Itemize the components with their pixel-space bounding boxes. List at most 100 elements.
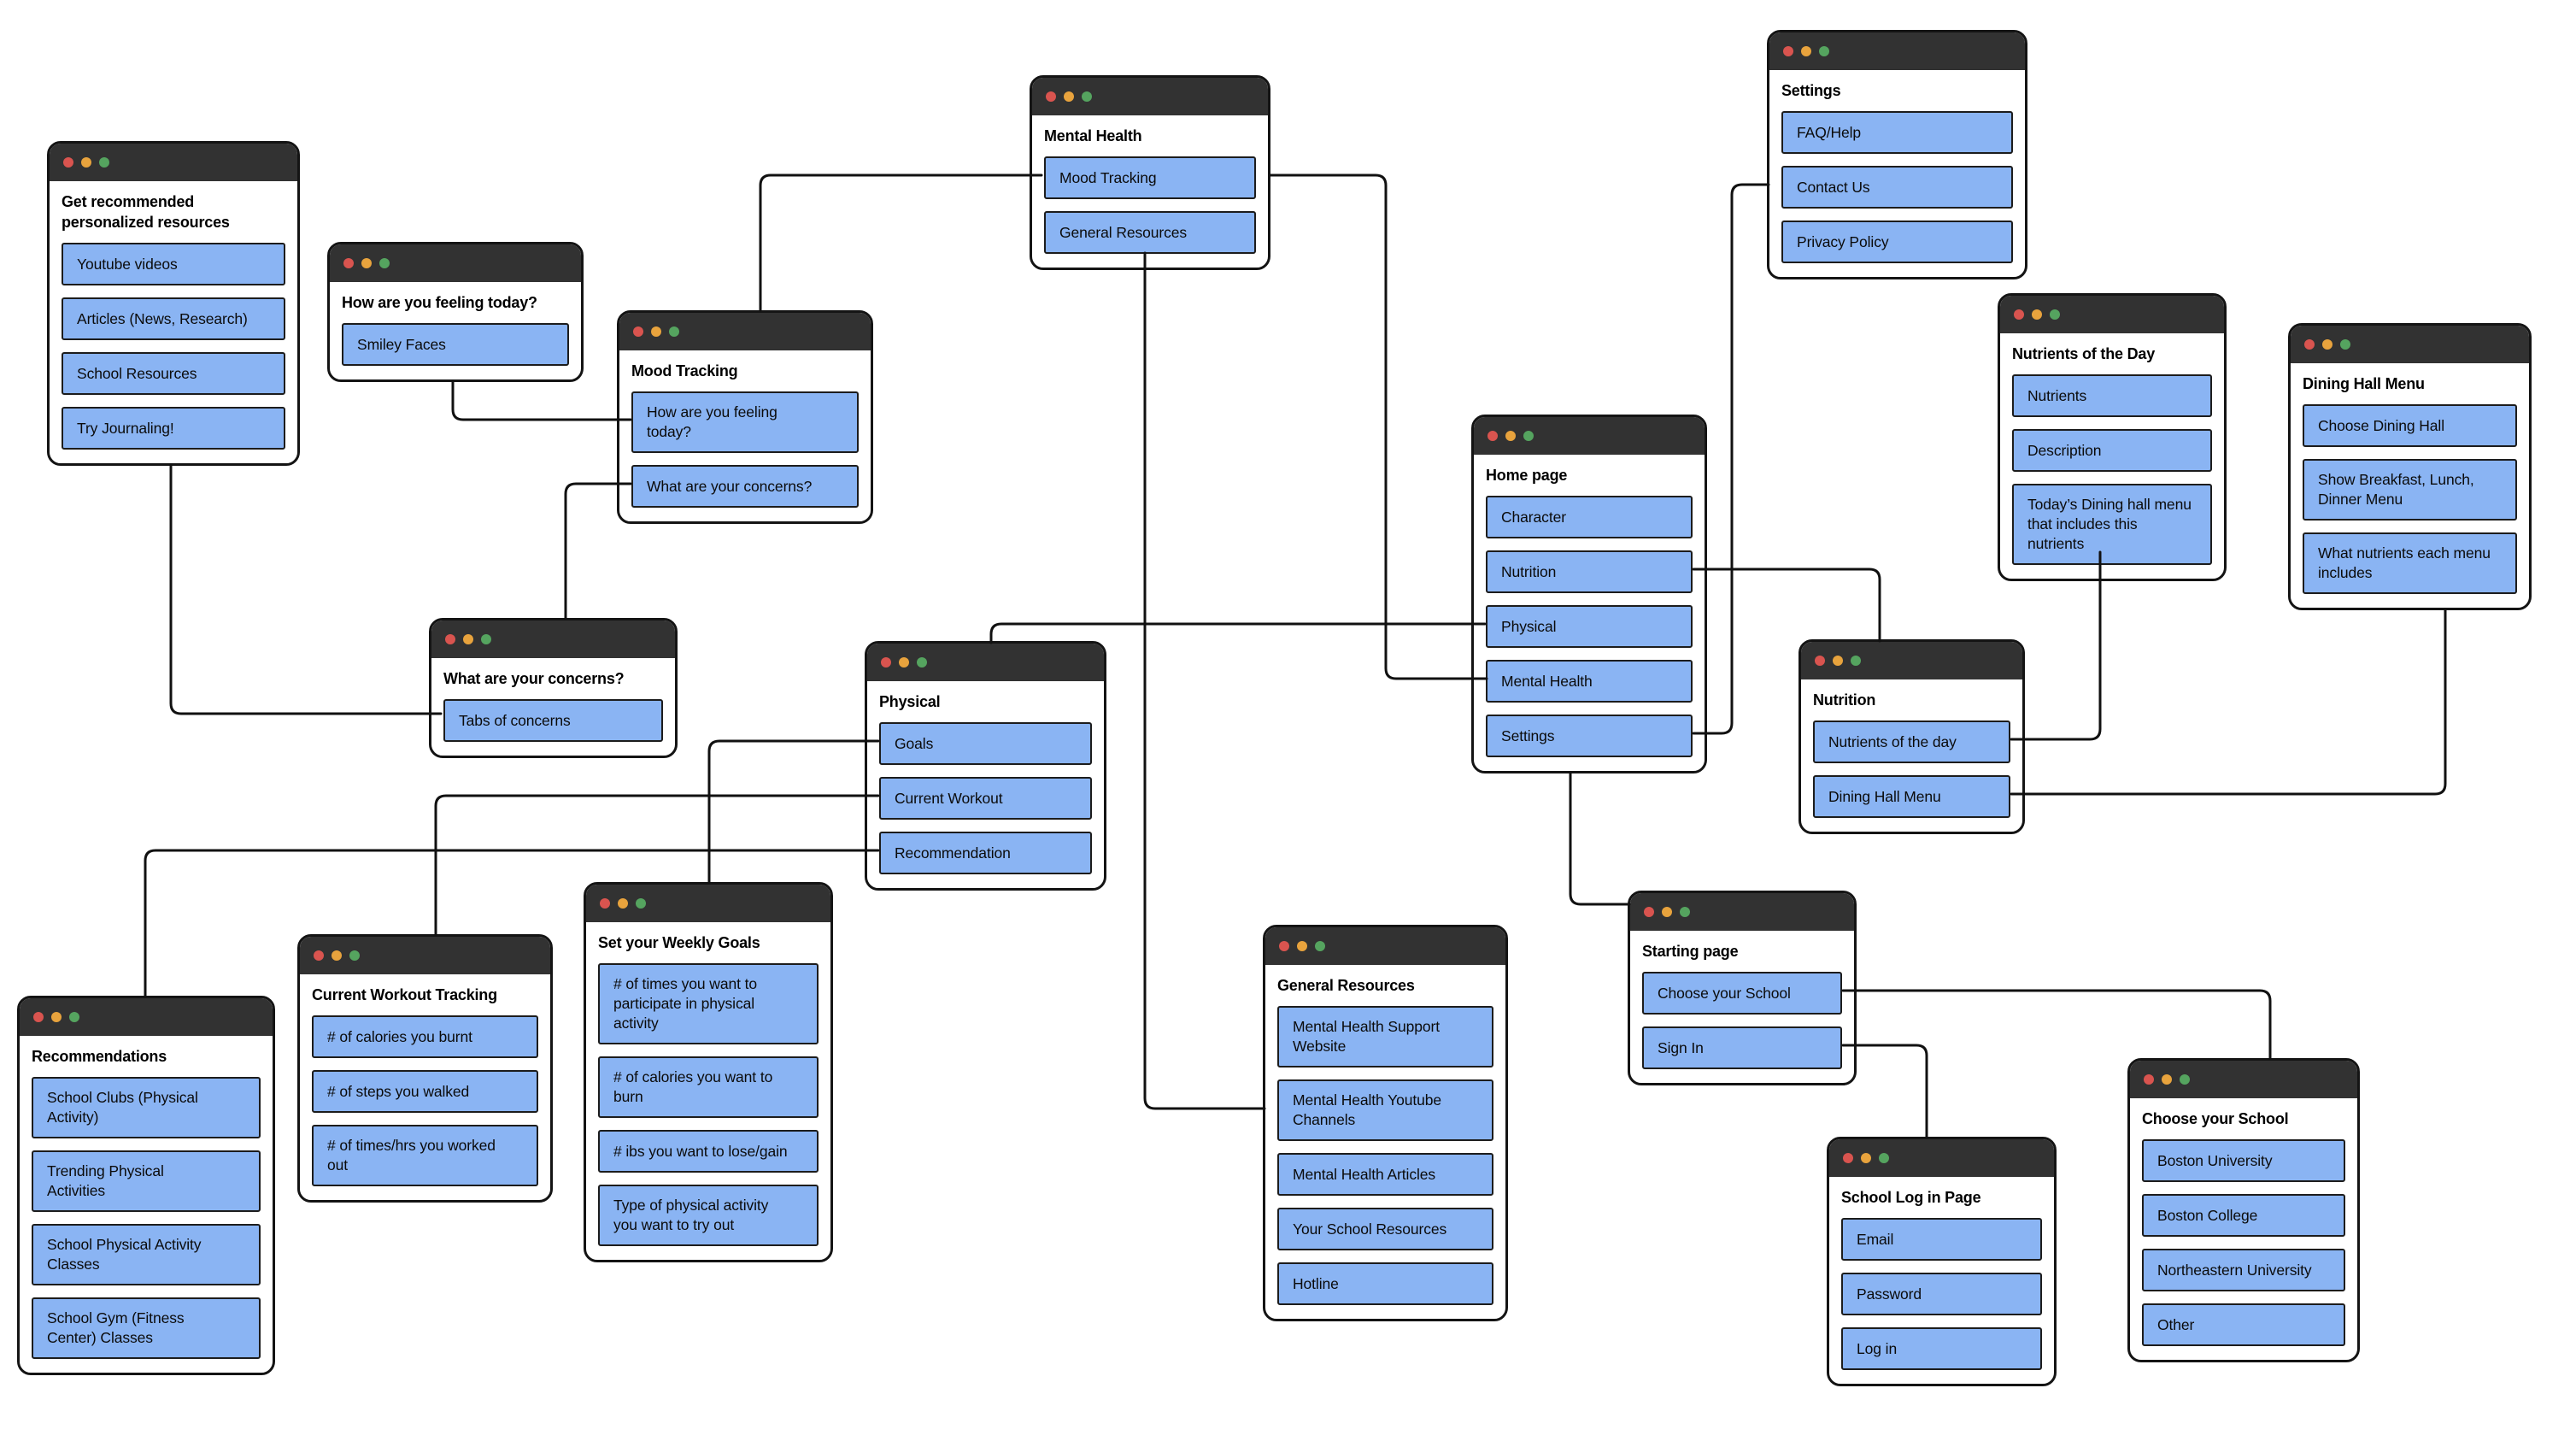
window-titlebar[interactable] xyxy=(867,644,1104,681)
wireframe-button[interactable]: Contact Us xyxy=(1781,166,2013,209)
window-titlebar[interactable] xyxy=(1630,893,1854,931)
window-titlebar[interactable] xyxy=(300,937,550,974)
wireframe-button[interactable]: Mental Health Articles xyxy=(1277,1153,1493,1196)
wireframe-button[interactable]: Hotline xyxy=(1277,1262,1493,1305)
wireframe-button[interactable]: Description xyxy=(2012,429,2212,472)
window-titlebar[interactable] xyxy=(50,144,297,181)
wireframe-button[interactable]: Mental Health xyxy=(1486,660,1693,703)
wireframe-button[interactable]: Dining Hall Menu xyxy=(1813,775,2010,818)
traffic-light-red-icon xyxy=(600,898,610,909)
wireframe-button[interactable]: Goals xyxy=(879,722,1092,765)
wireframe-button[interactable]: Password xyxy=(1841,1273,2042,1315)
wireframe-button[interactable]: Email xyxy=(1841,1218,2042,1261)
wireframe-button[interactable]: FAQ/Help xyxy=(1781,111,2013,154)
wireframe-button[interactable]: # of calories you burnt xyxy=(312,1015,538,1058)
wireframe-button[interactable]: Nutrition xyxy=(1486,550,1693,593)
wireframe-button[interactable]: Boston University xyxy=(2142,1139,2345,1182)
window-titlebar[interactable] xyxy=(2130,1061,2357,1098)
window-titlebar[interactable] xyxy=(431,621,675,658)
wireframe-button[interactable]: Tabs of concerns xyxy=(443,699,663,742)
window-titlebar[interactable] xyxy=(20,998,273,1036)
wireframe-button[interactable]: General Resources xyxy=(1044,211,1256,254)
traffic-light-yellow-icon xyxy=(1833,656,1843,666)
wireframe-button[interactable]: Trending Physical Activities xyxy=(32,1150,261,1212)
wireframe-button[interactable]: Mental Health Support Website xyxy=(1277,1006,1493,1068)
wireframe-button[interactable]: # of times you want to participate in ph… xyxy=(598,963,819,1044)
window-titlebar[interactable] xyxy=(619,313,871,350)
wireframe-button[interactable]: Settings xyxy=(1486,715,1693,757)
wireframe-button[interactable]: Try Journaling! xyxy=(62,407,285,450)
wireframe-button[interactable]: School Gym (Fitness Center) Classes xyxy=(32,1297,261,1359)
window-titlebar[interactable] xyxy=(1474,417,1705,455)
wireframe-button[interactable]: What nutrients each menu includes xyxy=(2303,532,2517,594)
traffic-light-yellow-icon xyxy=(81,157,91,168)
wireframe-button[interactable]: What are your concerns? xyxy=(631,465,859,508)
wireframe-button[interactable]: Smiley Faces xyxy=(342,323,569,366)
wireframe-button[interactable]: Sign In xyxy=(1642,1026,1842,1069)
window-titlebar[interactable] xyxy=(1032,78,1268,115)
wireframe-button[interactable]: Youtube videos xyxy=(62,243,285,285)
wireframe-button[interactable]: Physical xyxy=(1486,605,1693,648)
window-titlebar[interactable] xyxy=(1265,927,1505,965)
window-titlebar[interactable] xyxy=(2291,326,2529,363)
wireframe-button[interactable]: Today’s Dining hall menu that includes t… xyxy=(2012,484,2212,565)
window-title: Get recommended personalized resources xyxy=(62,193,230,231)
window-concerns[interactable]: What are your concerns?Tabs of concerns xyxy=(429,618,678,758)
wireframe-button[interactable]: # of calories you want to burn xyxy=(598,1056,819,1118)
wireframe-button[interactable]: Other xyxy=(2142,1303,2345,1346)
traffic-light-green-icon xyxy=(1680,907,1690,917)
wireframe-button[interactable]: Character xyxy=(1486,496,1693,538)
window-feeling-today[interactable]: How are you feeling today?Smiley Faces xyxy=(327,242,584,382)
window-titlebar[interactable] xyxy=(2000,296,2224,333)
wireframe-button[interactable]: Nutrients xyxy=(2012,374,2212,417)
window-titlebar[interactable] xyxy=(1829,1139,2054,1177)
wireframe-button[interactable]: School Resources xyxy=(62,352,285,395)
wireframe-button[interactable]: Choose your School xyxy=(1642,972,1842,1015)
window-workout-tracking[interactable]: Current Workout Tracking# of calories yo… xyxy=(297,934,553,1203)
wireframe-button[interactable]: School Clubs (Physical Activity) xyxy=(32,1077,261,1138)
window-titlebar[interactable] xyxy=(1801,642,2022,679)
wireframe-button[interactable]: Nutrients of the day xyxy=(1813,720,2010,763)
window-weekly-goals[interactable]: Set your Weekly Goals# of times you want… xyxy=(584,882,833,1262)
wireframe-button[interactable]: Recommendation xyxy=(879,832,1092,874)
wireframe-button[interactable]: School Physical Activity Classes xyxy=(32,1224,261,1285)
wireframe-button[interactable]: Boston College xyxy=(2142,1194,2345,1237)
window-titlebar[interactable] xyxy=(1769,32,2025,70)
wireframe-button[interactable]: Choose Dining Hall xyxy=(2303,404,2517,447)
window-titlebar[interactable] xyxy=(586,885,830,922)
wireframe-button[interactable]: Articles (News, Research) xyxy=(62,297,285,340)
wireframe-button[interactable]: Type of physical activity you want to tr… xyxy=(598,1185,819,1246)
wireframe-button[interactable]: Current Workout xyxy=(879,777,1092,820)
wireframe-button[interactable]: How are you feeling today? xyxy=(631,391,859,453)
wireframe-button[interactable]: Log in xyxy=(1841,1327,2042,1370)
traffic-light-red-icon xyxy=(1815,656,1825,666)
wireframe-button[interactable]: # of steps you walked xyxy=(312,1070,538,1113)
window-titlebar[interactable] xyxy=(330,244,581,282)
wireframe-button[interactable]: Privacy Policy xyxy=(1781,221,2013,263)
wireframe-button[interactable]: Your School Resources xyxy=(1277,1208,1493,1250)
wireframe-button[interactable]: Mental Health Youtube Channels xyxy=(1277,1079,1493,1141)
wireframe-button[interactable]: Northeastern University xyxy=(2142,1249,2345,1291)
wireframe-button[interactable]: Show Breakfast, Lunch, Dinner Menu xyxy=(2303,459,2517,521)
wireframe-button[interactable]: # of times/hrs you worked out xyxy=(312,1125,538,1186)
wireframe-button[interactable]: # ibs you want to lose/gain xyxy=(598,1130,819,1173)
wireframe-button[interactable]: Mood Tracking xyxy=(1044,156,1256,199)
